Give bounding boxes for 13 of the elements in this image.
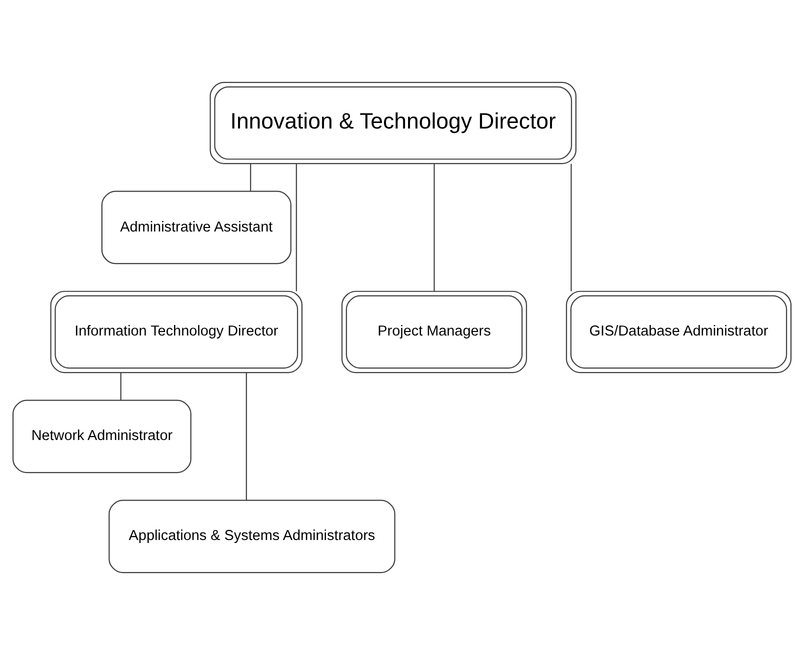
node-box: Innovation & Technology Director [210,81,576,164]
node-box: Project Managers [341,290,528,373]
node-box: GIS/Database Administrator [566,290,792,373]
connector [434,163,435,291]
connector [250,163,252,191]
connector [246,372,247,500]
connector [296,163,297,291]
node-box: Applications & Systems Administrators [108,499,396,573]
connector [570,163,572,291]
connector [120,372,122,400]
node-box: Information Technology Director [50,290,303,373]
node-box: Administrative Assistant [101,190,292,264]
node-box: Network Administrator [12,399,192,473]
